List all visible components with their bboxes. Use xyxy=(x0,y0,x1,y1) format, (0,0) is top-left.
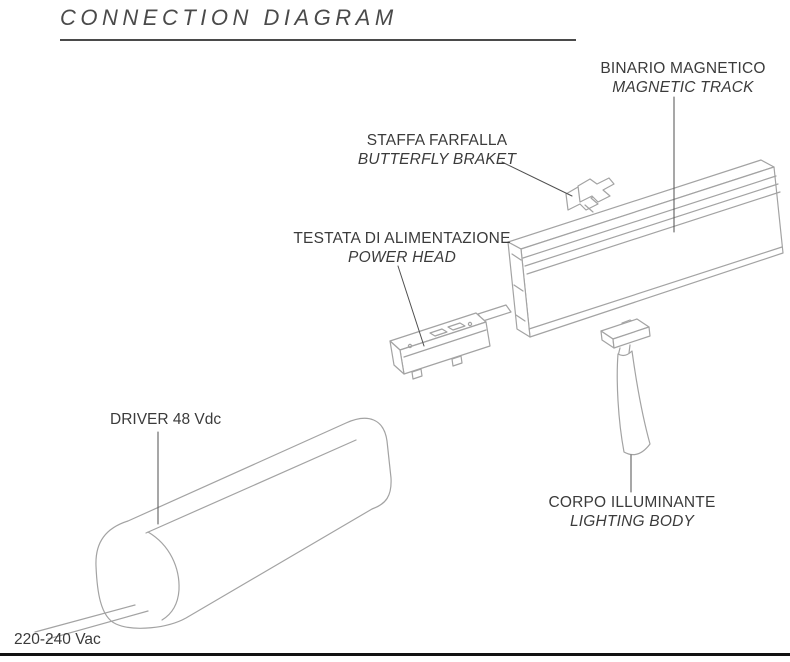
butterfly-bracket-drawing xyxy=(565,177,615,213)
label-power-head-en: POWER HEAD xyxy=(348,249,456,266)
title-underline xyxy=(60,39,576,41)
label-lighting-body: CORPO ILLUMINANTE LIGHTING BODY xyxy=(548,493,715,531)
bottom-rule xyxy=(0,653,790,656)
label-magnetic-track-en: MAGNETIC TRACK xyxy=(612,79,754,96)
label-butterfly-bracket-it: STAFFA FARFALLA xyxy=(366,132,508,149)
magnetic-track-drawing xyxy=(507,159,784,338)
driver-drawing xyxy=(95,417,392,629)
leader-line-butterfly-bracket xyxy=(501,161,573,197)
label-butterfly-bracket: STAFFA FARFALLA BUTTERFLY BRAKET xyxy=(358,131,516,169)
label-driver: DRIVER 48 Vdc xyxy=(110,411,222,428)
page-title: CONNECTION DIAGRAM xyxy=(60,5,398,30)
label-lighting-body-it: CORPO ILLUMINANTE xyxy=(548,494,716,511)
label-power-head-it: TESTATA DI ALIMENTAZIONE xyxy=(293,230,511,247)
label-lighting-body-en: LIGHTING BODY xyxy=(569,513,695,530)
leader-line-power-head xyxy=(397,265,425,347)
label-butterfly-bracket-en: BUTTERFLY BRAKET xyxy=(357,151,517,168)
label-magnetic-track-it: BINARIO MAGNETICO xyxy=(600,60,766,77)
leader-lines xyxy=(157,96,675,525)
label-mains-voltage: 220-240 Vac xyxy=(14,631,101,648)
label-power-head: TESTATA DI ALIMENTAZIONE POWER HEAD xyxy=(293,229,510,267)
mains-wires xyxy=(34,604,149,640)
lighting-body-drawing xyxy=(600,318,651,456)
power-head-drawing xyxy=(389,304,512,380)
label-magnetic-track: BINARIO MAGNETICO MAGNETIC TRACK xyxy=(600,59,765,97)
